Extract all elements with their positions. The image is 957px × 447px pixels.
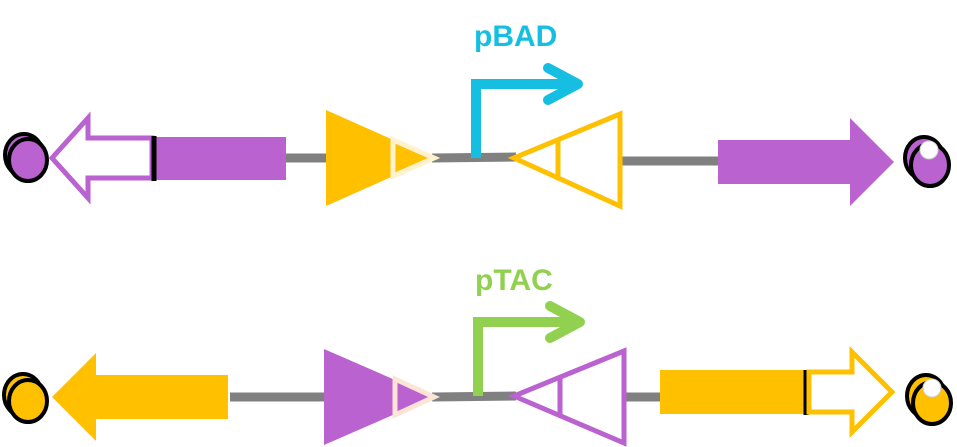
- gene-right-filled: [718, 118, 894, 206]
- gene-left-outline: [48, 111, 286, 205]
- repressor-outline-triangle: [507, 347, 627, 447]
- repressor-outline-triangle: [507, 110, 623, 210]
- terminator-left: [2, 372, 49, 424]
- terminator-right: [905, 373, 953, 426]
- promoter-label-pbad: pBAD: [474, 20, 557, 53]
- construct-pbad: pBAD: [3, 20, 951, 210]
- terminator-right: [903, 135, 951, 188]
- promoter-label-ptac: pTAC: [475, 264, 553, 297]
- terminator-left: [3, 132, 49, 183]
- backbone-middle: [431, 391, 517, 402]
- inducer-triangle: [326, 110, 441, 206]
- inducer-triangle: [324, 349, 440, 445]
- gene-right-outline: [660, 345, 896, 439]
- gene-left-filled: [52, 353, 228, 441]
- promoter-arrow-pbad: [471, 63, 583, 158]
- promoter-arrow-ptac: [473, 301, 585, 396]
- construct-ptac: pTAC: [2, 264, 953, 447]
